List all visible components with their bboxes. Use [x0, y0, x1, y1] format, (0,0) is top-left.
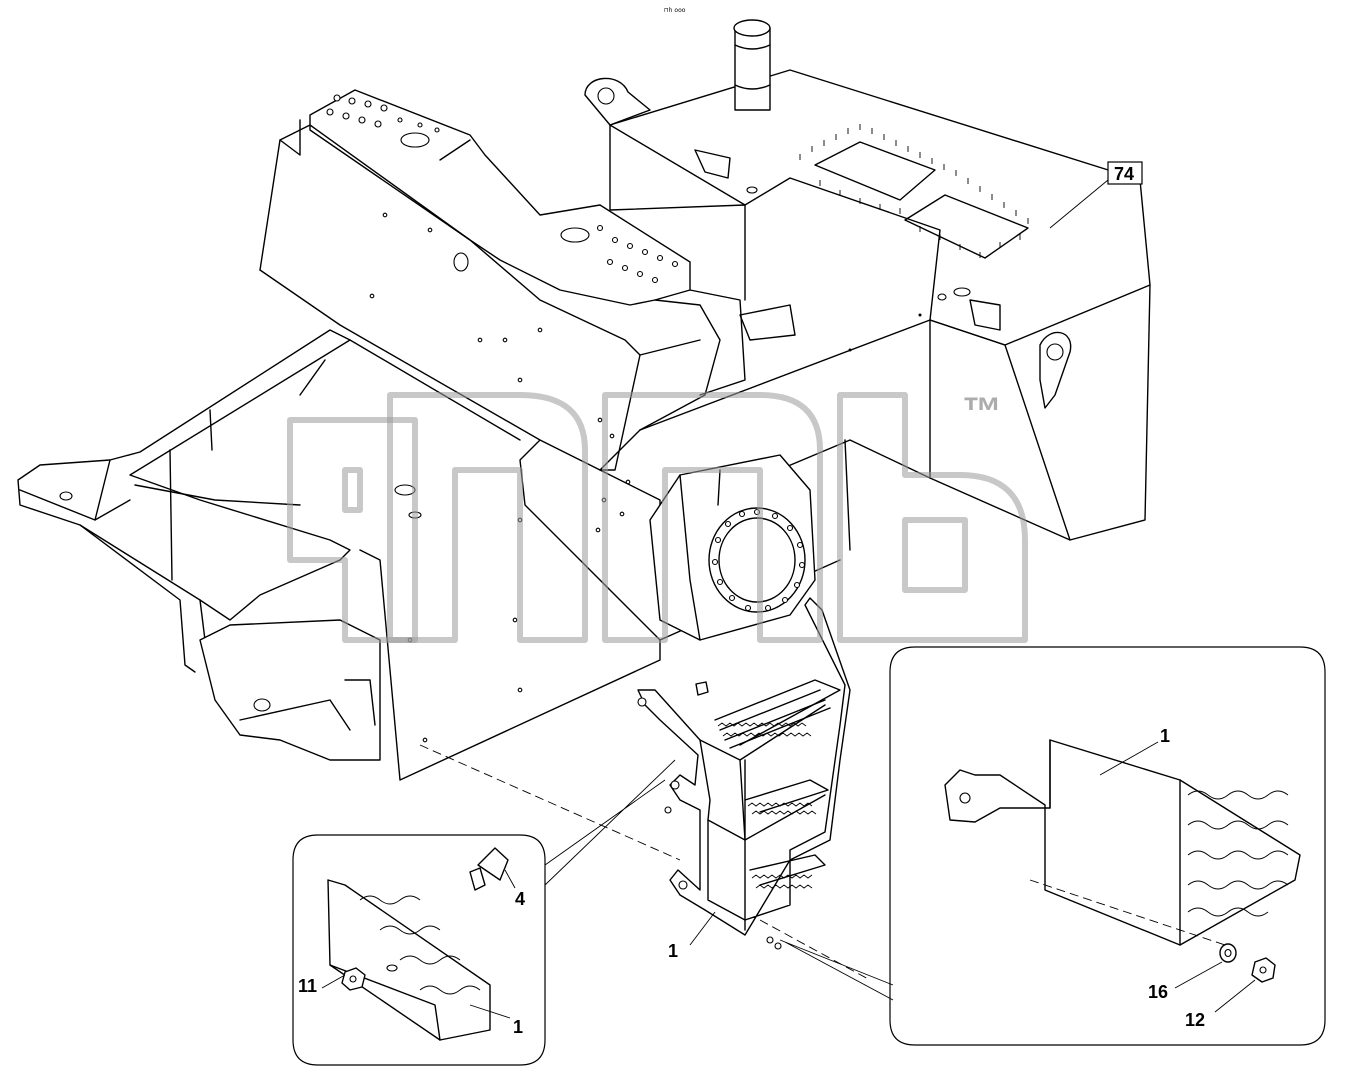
- callout-74: 74: [1049, 161, 1143, 229]
- callout-bumper: 4: [515, 889, 525, 909]
- callout-step-left: 1: [513, 1017, 523, 1037]
- rear-tank-block: [584, 19, 1151, 541]
- bracket-a: [694, 149, 731, 179]
- callout-washer: 16: [1148, 982, 1168, 1002]
- callout-step-right: 1: [1160, 726, 1170, 746]
- callout-frame-label: 74: [1114, 164, 1134, 184]
- ring-bolts: [711, 508, 806, 612]
- step-hardware: [637, 681, 782, 950]
- inset-right: 1 16 12: [889, 646, 1326, 1046]
- wall-rivets: [369, 212, 631, 743]
- callout-step: 1: [668, 941, 678, 961]
- front-frame: [17, 329, 521, 673]
- tread-upper: [714, 679, 841, 749]
- swing-ring: [649, 454, 816, 641]
- watermark-tm: ™: [962, 390, 1002, 434]
- tread-middle: [744, 779, 829, 815]
- deck-holes: [326, 94, 679, 284]
- header-mark: ⊓h ooo: [664, 7, 686, 14]
- bolt-pattern: [799, 124, 1029, 258]
- inset-left: 4 11 1: [292, 834, 546, 1066]
- bracket-c: [739, 304, 796, 341]
- bracket-b: [969, 299, 1001, 331]
- inset-left-leaders: [544, 759, 676, 886]
- inset-right-leaders: [779, 939, 894, 1001]
- main-frame: [17, 19, 1151, 981]
- callout-nut-left: 11: [298, 976, 317, 996]
- rubber-bumper: [469, 847, 509, 891]
- inset-right-treads: [1187, 790, 1289, 917]
- washer-right: [1219, 943, 1237, 963]
- tread-lower: [749, 854, 826, 889]
- lower-lug: [199, 619, 381, 761]
- watermark-logo: ™: [287, 390, 1028, 643]
- step-assembly: 1: [544, 597, 851, 961]
- assembly-leader: [419, 744, 871, 981]
- exhaust-stack: [733, 19, 771, 111]
- center-deck: [259, 89, 691, 356]
- callout-nut-right: 12: [1185, 1010, 1205, 1030]
